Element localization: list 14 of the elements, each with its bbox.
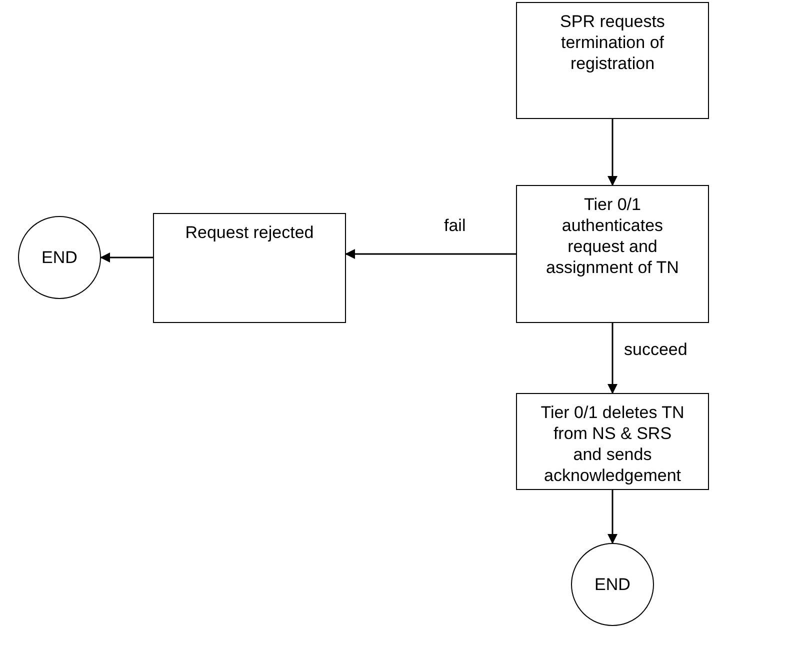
process-box: [516, 2, 709, 119]
arrow: [608, 490, 618, 544]
node-text: Request rejected: [185, 222, 314, 244]
arrow: [345, 249, 516, 259]
process-box: [516, 393, 709, 490]
node-text: END: [42, 247, 78, 268]
node-text: SPR requests termination of registration: [559, 11, 666, 75]
arrow: [608, 323, 618, 394]
process-box: [516, 185, 709, 323]
arrow: [100, 252, 153, 262]
node-text: END: [594, 574, 630, 595]
process-box: [153, 213, 346, 323]
node-text: Tier 0/1 authenticates request and assignment of TN: [545, 194, 680, 279]
arrow: [608, 119, 618, 186]
